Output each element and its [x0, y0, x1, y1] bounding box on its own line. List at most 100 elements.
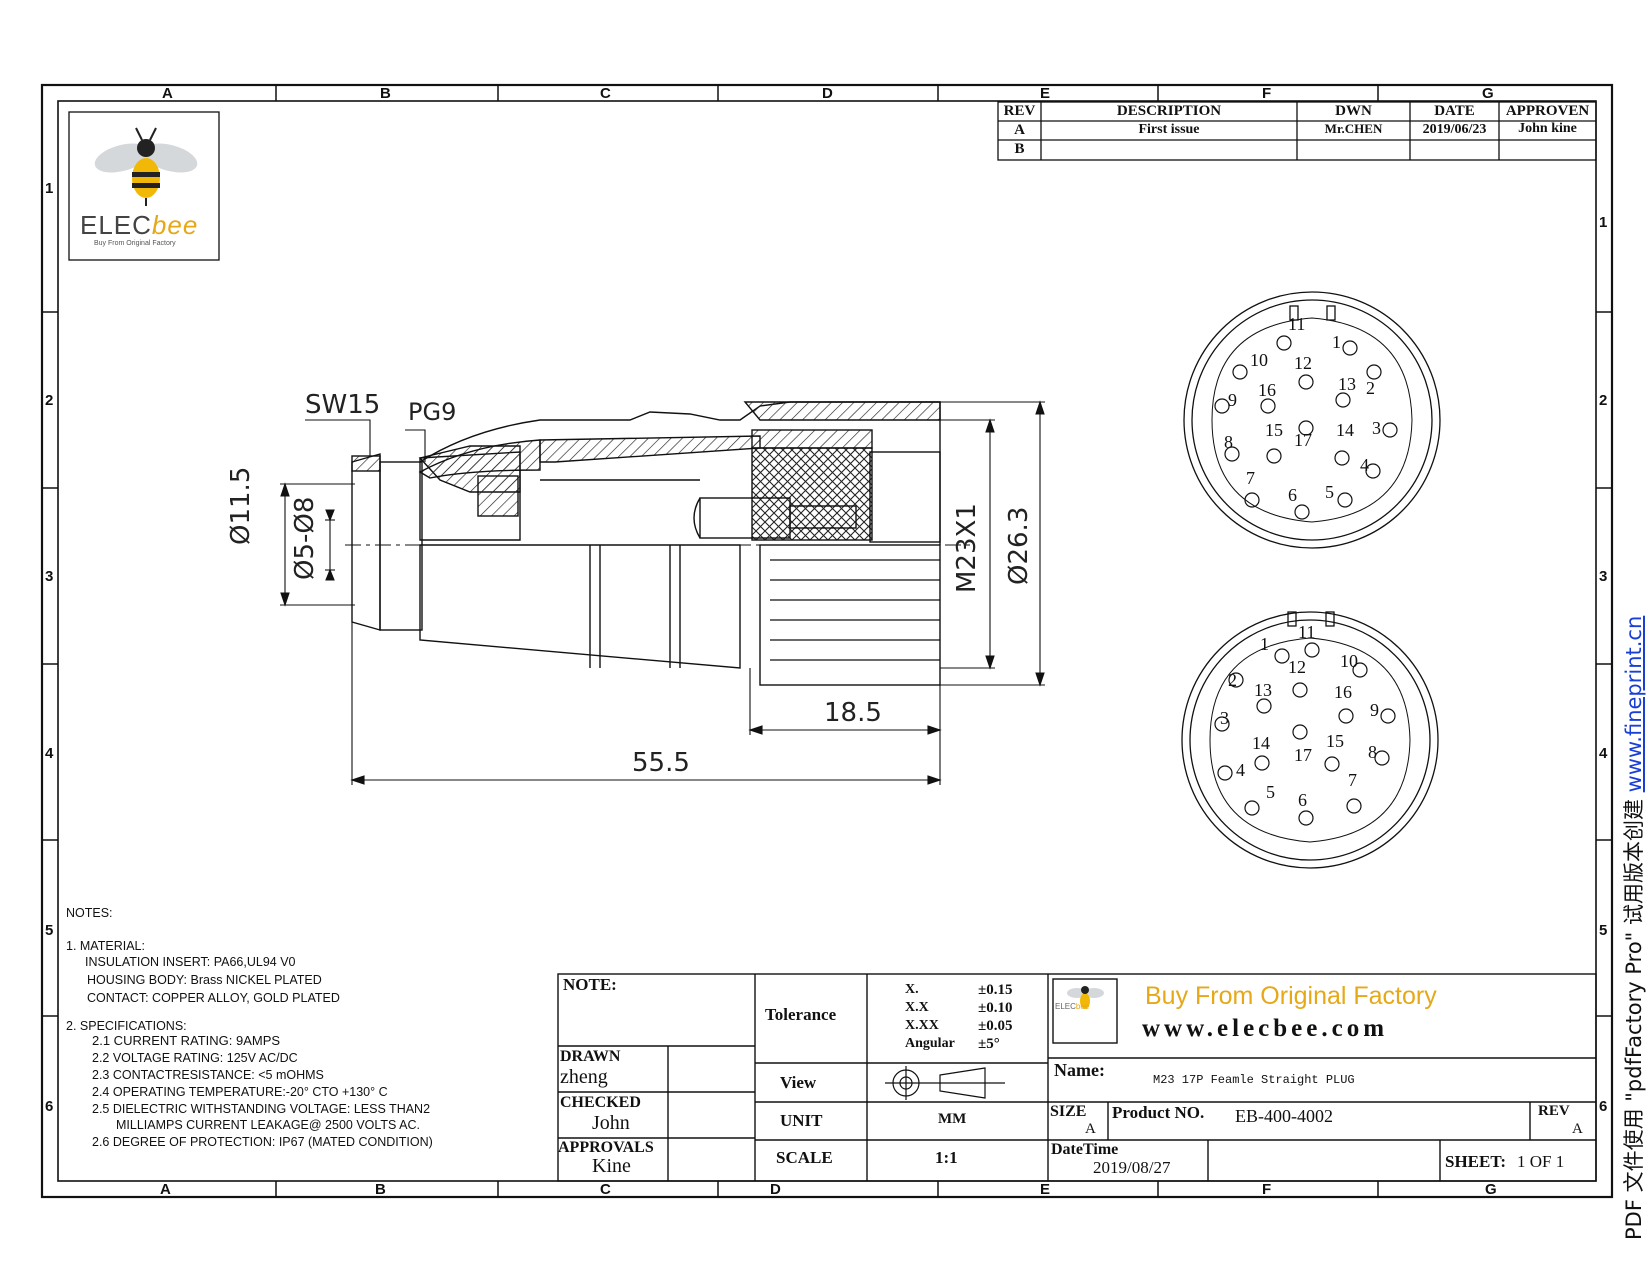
top-pin-label-15: 15 [1265, 420, 1283, 440]
top-pin-hole-5 [1337, 492, 1353, 508]
zone-top-e: E [1040, 85, 1051, 102]
tb-view-label: View [780, 1073, 817, 1092]
bottom-pin-hole-1 [1274, 648, 1290, 664]
note-line-9: 2.4 OPERATING TEMPERATURE:-20° CTO +130°… [92, 1085, 388, 1099]
note-line-3: HOUSING BODY: Brass NICKEL PLATED [87, 973, 322, 987]
tb-unit-label: UNIT [780, 1111, 823, 1130]
tb-rev-label: REV [1538, 1103, 1570, 1119]
tol-x-value: ±0.15 [978, 982, 1013, 998]
tb-name-value: M23 17P Feamle Straight PLUG [1153, 1073, 1355, 1087]
top-pin-hole-6 [1294, 504, 1310, 520]
dim-m23x1: M23X1 [952, 503, 982, 593]
zone-left-5: 5 [45, 922, 54, 939]
dim-d5-8: Ø5-Ø8 [290, 496, 320, 580]
bottom-pin-label-16: 16 [1334, 682, 1352, 702]
top-pin-hole-2 [1366, 364, 1382, 380]
logo-brand-right: bee [151, 210, 199, 240]
top-pin-label-7: 7 [1246, 468, 1255, 488]
bottom-pin-hole-13 [1256, 698, 1272, 714]
connector-side-view [345, 401, 970, 686]
top-pin-label-9: 9 [1228, 390, 1237, 410]
rev-row-a-date: 2019/06/23 [1422, 122, 1487, 137]
tb-note-label: NOTE: [563, 975, 617, 994]
tol-xx-value: ±0.10 [978, 1000, 1013, 1016]
top-pin-label-4: 4 [1360, 455, 1369, 475]
top-pin-hole-4 [1365, 463, 1381, 479]
bottom-pin-label-5: 5 [1266, 782, 1275, 802]
logo-brand: ELECbee [80, 210, 198, 241]
zone-bottom-g: G [1485, 1181, 1497, 1198]
logo-tagline: Buy From Original Factory [94, 240, 176, 247]
zone-left-4: 4 [45, 745, 54, 762]
top-pin-hole-7 [1244, 492, 1260, 508]
tol-xx-label: X.X [905, 1000, 929, 1015]
note-line-11: MILLIAMPS CURRENT LEAKAGE@ 2500 VOLTS AC… [116, 1118, 420, 1132]
rev-row-a-description: First issue [1138, 122, 1200, 137]
bottom-pin-hole-17 [1292, 724, 1308, 740]
top-pin-label-5: 5 [1325, 482, 1334, 502]
tb-name-label: Name: [1054, 1060, 1105, 1080]
top-pin-hole-3 [1382, 422, 1398, 438]
bottom-pin-label-11: 11 [1298, 622, 1316, 642]
bottom-pin-label-8: 8 [1368, 742, 1377, 762]
zone-right-2: 2 [1599, 392, 1608, 409]
bottom-pin-label-6: 6 [1298, 790, 1307, 810]
bottom-pin-label-15: 15 [1326, 731, 1344, 751]
tb-drawn-value: zheng [560, 1066, 608, 1088]
top-pin-label-16: 16 [1258, 380, 1276, 400]
tb-drawn-label: DRAWN [560, 1048, 621, 1065]
zone-right-4: 4 [1599, 745, 1608, 762]
pin-face-top [1183, 291, 1441, 549]
top-pin-label-11: 11 [1288, 314, 1306, 334]
dimension-lines [280, 400, 1045, 785]
tb-checked-value: John [592, 1112, 630, 1134]
zone-left-6: 6 [45, 1098, 54, 1115]
watermark-link[interactable]: www.fineprint.cn [1622, 615, 1646, 793]
tb-rev-value: A [1572, 1121, 1583, 1137]
tb-sheet-value: 1 OF 1 [1517, 1152, 1565, 1171]
top-pin-hole-9 [1214, 398, 1230, 414]
bottom-pin-label-17: 17 [1294, 745, 1312, 765]
bottom-pin-hole-3 [1214, 716, 1230, 732]
tb-logo-text: ELECbee [1055, 1002, 1089, 1011]
note-line-6: 2.1 CURRENT RATING: 9AMPS [92, 1033, 281, 1048]
bottom-pin-hole-14 [1254, 755, 1270, 771]
bottom-pin-hole-6 [1298, 810, 1314, 826]
tb-approvals-value: Kine [592, 1155, 631, 1177]
tb-scale-label: SCALE [776, 1148, 833, 1167]
rev-row-a-approven: John kine [1518, 121, 1577, 136]
zone-bottom-e: E [1040, 1181, 1051, 1198]
note-line-1: 1. MATERIAL: [66, 939, 145, 953]
note-line-4: CONTACT: COPPER ALLOY, GOLD PLATED [87, 991, 340, 1005]
note-line-7: 2.2 VOLTAGE RATING: 125V AC/DC [92, 1051, 298, 1065]
bottom-pin-hole-4 [1217, 765, 1233, 781]
zone-right-5: 5 [1599, 922, 1608, 939]
bottom-pin-label-7: 7 [1348, 770, 1357, 790]
bottom-pin-label-9: 9 [1370, 700, 1379, 720]
tb-product-label: Product NO. [1112, 1103, 1205, 1122]
projection-symbol-icon [885, 1066, 1005, 1100]
zone-bottom-d: D [770, 1181, 781, 1198]
top-pin-hole-16 [1260, 398, 1276, 414]
top-pin-label-6: 6 [1288, 485, 1297, 505]
top-pin-hole-15 [1266, 448, 1282, 464]
tb-size-value: A [1085, 1121, 1096, 1137]
bottom-pin-hole-12 [1292, 682, 1308, 698]
zone-top-f: F [1262, 85, 1272, 102]
tb-logo-right: bee [1075, 1002, 1090, 1011]
zone-bottom-b: B [375, 1181, 386, 1198]
top-pin-label-14: 14 [1336, 420, 1354, 440]
bottom-pin-label-10: 10 [1340, 651, 1358, 671]
top-pin-hole-17 [1298, 420, 1314, 436]
rev-header-rev: REV [1003, 103, 1036, 119]
tb-tolerance-label: Tolerance [765, 1005, 837, 1024]
tb-datetime-label: DateTime [1051, 1141, 1119, 1158]
rev-header-approven: APPROVEN [1505, 103, 1590, 119]
top-pin-label-3: 3 [1372, 418, 1381, 438]
bottom-pin-label-1: 1 [1260, 634, 1269, 654]
zone-top-g: G [1482, 85, 1494, 102]
top-pin-hole-11 [1276, 335, 1292, 351]
top-pin-hole-10 [1232, 364, 1248, 380]
tol-angular-value: ±5° [978, 1036, 1000, 1052]
